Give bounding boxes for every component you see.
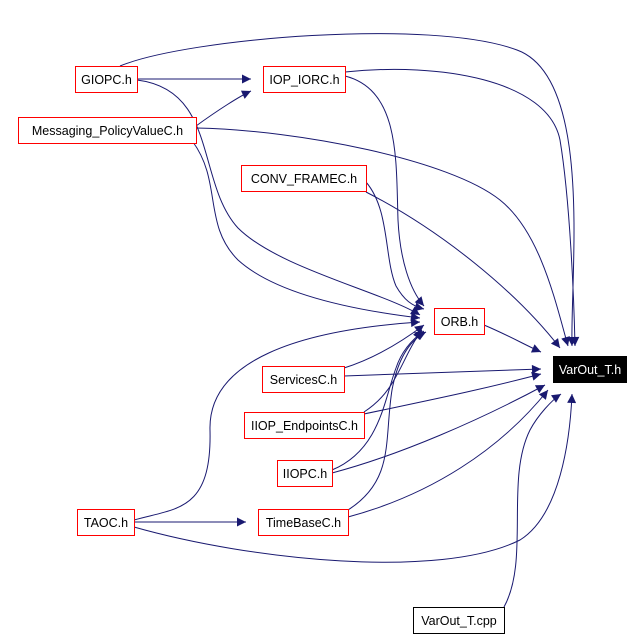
node-timebasec[interactable]: TimeBaseC.h <box>258 509 349 536</box>
edge-orb-to-varout_t <box>483 324 542 353</box>
node-box <box>258 509 349 536</box>
node-iop-iorc[interactable]: IOP_IORC.h <box>263 66 346 93</box>
node-orb[interactable]: ORB.h <box>434 308 485 335</box>
node-messaging[interactable]: Messaging_PolicyValueC.h <box>18 117 197 144</box>
edge-iop_iorc-to-orb <box>344 75 425 307</box>
edge-taoc-to-orb <box>133 318 421 521</box>
node-box <box>434 308 485 335</box>
node-label: TAOC.h <box>84 516 128 530</box>
edge-messaging-to-orb <box>192 141 421 322</box>
edge-iiopc-to-orb <box>331 330 425 471</box>
node-box <box>262 366 345 393</box>
edge-servicesc-to-varout_t <box>343 364 542 377</box>
node-box <box>413 607 505 634</box>
node-label: TimeBaseC.h <box>266 516 341 530</box>
edge-iop_iorc-to-varout_t <box>344 68 580 347</box>
node-varout-t-cpp[interactable]: VarOut_T.cpp <box>413 607 505 634</box>
edge-timebasec-to-varout_t <box>347 389 549 518</box>
node-label: CONV_FRAMEC.h <box>251 172 357 186</box>
node-box <box>241 165 367 192</box>
edge-messaging-to-varout_t <box>195 127 570 347</box>
edge-iiop_endpointsc-to-varout_t <box>363 371 542 415</box>
node-label: ServicesC.h <box>270 373 337 387</box>
node-label: VarOut_T.cpp <box>421 614 497 628</box>
node-box <box>77 509 135 536</box>
node-iiop-endpointsc[interactable]: IIOP_EndpointsC.h <box>244 412 365 439</box>
node-box <box>18 117 197 144</box>
node-servicesc[interactable]: ServicesC.h <box>262 366 345 393</box>
node-label: GIOPC.h <box>81 73 132 87</box>
node-label: Messaging_PolicyValueC.h <box>32 124 183 138</box>
node-label: ORB.h <box>441 315 479 329</box>
node-label: IIOPC.h <box>283 467 328 481</box>
node-varout-t[interactable]: VarOut_T.h <box>553 356 627 383</box>
node-box <box>553 356 627 383</box>
node-iiopc[interactable]: IIOPC.h <box>277 460 333 487</box>
node-label: IOP_IORC.h <box>269 73 339 87</box>
node-label: IIOP_EndpointsC.h <box>251 419 358 433</box>
edge-timebasec-to-orb <box>347 331 427 511</box>
node-taoc[interactable]: TAOC.h <box>77 509 135 536</box>
edge-servicesc-to-orb <box>343 324 425 369</box>
nodes-layer: GIOPC.h IOP_IORC.hMessaging_PolicyValueC.… <box>18 66 627 634</box>
node-box <box>277 460 333 487</box>
edge-giopc-to-orb <box>136 79 421 316</box>
node-conv-framec[interactable]: CONV_FRAMEC.h <box>241 165 367 192</box>
edges-layer <box>119 33 580 608</box>
edge-varout_t_cpp-to-varout_t <box>503 393 562 608</box>
node-box <box>263 66 346 93</box>
node-box <box>75 66 138 93</box>
node-label: VarOut_T.h <box>559 363 621 377</box>
edge-iiopc-to-varout_t <box>331 384 546 474</box>
edge-conv_framec-to-orb <box>365 181 425 312</box>
edge-taoc-to-varout_t <box>133 393 577 563</box>
node-giopc[interactable]: GIOPC.h <box>75 66 138 93</box>
node-box <box>244 412 365 439</box>
edge-giopc-to-varout_t <box>119 33 577 347</box>
edge-conv_framec-to-varout_t <box>365 191 561 349</box>
edge-messaging-to-iop_iorc <box>195 90 252 127</box>
